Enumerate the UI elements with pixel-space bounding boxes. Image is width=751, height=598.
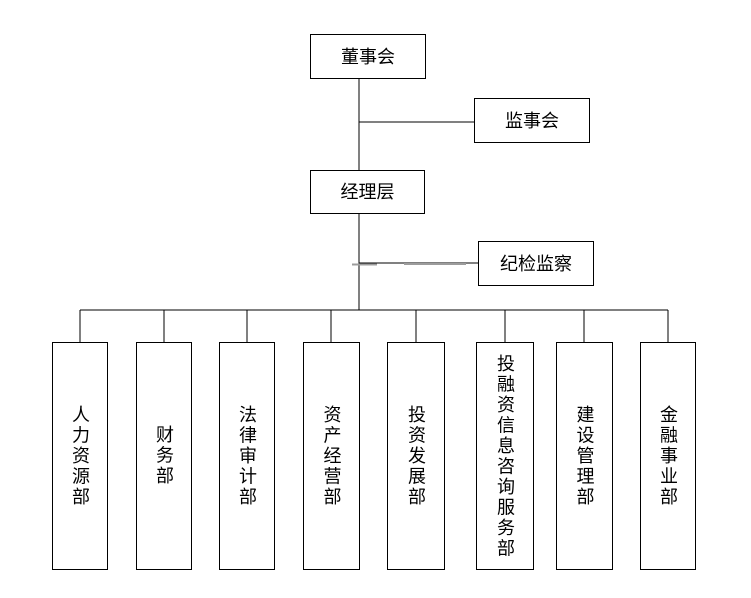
department-box-asset-operation: 资产经营部 [303,342,360,570]
department-box-construction-management: 建设管理部 [556,342,613,570]
department-box-financial-business: 金融事业部 [640,342,696,570]
department-box-legal-audit: 法律审计部 [219,342,275,570]
node-discipline-inspection: 纪检监察 [478,241,594,286]
department-box-hr: 人力资源部 [52,342,108,570]
node-management-layer: 经理层 [310,170,425,214]
node-supervisory-board: 监事会 [474,98,590,143]
node-board-of-directors: 董事会 [310,34,426,79]
department-box-financing-info-consulting: 投融资信息咨询服务部 [476,342,534,570]
department-box-finance: 财务部 [136,342,192,570]
department-box-investment-development: 投资发展部 [387,342,445,570]
